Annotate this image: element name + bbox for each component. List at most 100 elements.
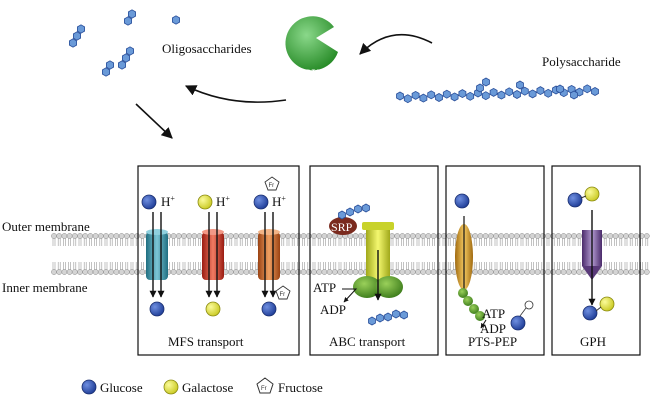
polysaccharide-label: Polysaccharide (542, 54, 621, 69)
gh-enzyme: GH (285, 16, 338, 81)
hexose-unit-icon (127, 9, 137, 19)
system-label-abc: ABC transport (329, 334, 406, 349)
hexose-unit-icon (489, 87, 498, 97)
pts-box (445, 165, 545, 356)
oligosaccharide-chain (338, 203, 370, 220)
system-label-pts: PTS-PEP (468, 334, 517, 349)
hexose-unit-icon (505, 87, 514, 97)
glucose-icon (141, 194, 157, 210)
fructose-legend-icon (256, 377, 274, 394)
hexose-unit-icon (520, 86, 529, 96)
legend-glucose: Glucose (100, 380, 143, 395)
hexose-unit-icon (513, 90, 521, 99)
hexose-unit-icon (400, 310, 408, 320)
hexose-unit-icon (403, 94, 412, 104)
membrane-bilayer (51, 233, 650, 275)
atp-label: ATP (482, 306, 505, 321)
glucose-icon (567, 192, 583, 208)
abc-box (309, 165, 439, 356)
hexose-unit-icon (73, 31, 81, 41)
hexose-unit-icon (450, 92, 459, 102)
hexose-unit-icon (368, 316, 376, 326)
hexose-unit-icon (124, 16, 133, 26)
hexose-unit-icon (338, 210, 346, 220)
hexose-unit-icon (396, 91, 404, 101)
hexose-unit-icon (481, 91, 490, 101)
hexose-unit-icon (482, 77, 490, 87)
hexose-unit-icon (77, 24, 85, 34)
mfs-channel-glucose (146, 232, 168, 280)
glucose-icon (149, 301, 165, 317)
hexose-unit-icon (376, 313, 384, 323)
hexose-unit-icon (528, 89, 537, 99)
hexose-unit-icon (427, 90, 436, 100)
abc-atpase (375, 276, 403, 298)
glucose-icon (261, 301, 277, 317)
hexose-unit-icon (362, 203, 370, 213)
legend-fructose: Fructose (278, 380, 323, 395)
hexose-unit-icon (354, 204, 362, 214)
fructose-pentagon-icon (275, 285, 291, 300)
gph-box (551, 165, 641, 356)
galactose-icon (197, 194, 213, 210)
hexose-unit-icon (458, 89, 467, 99)
hexose-unit-icon (497, 90, 506, 100)
legend-galactose: Galactose (182, 380, 233, 395)
hexose-unit-icon (476, 83, 484, 93)
glucose-icon (582, 305, 598, 321)
system-label-mfs: MFS transport (168, 334, 244, 349)
galactose-icon (205, 301, 221, 317)
pts-pep-transporter: ATP ADP (454, 193, 534, 336)
inner-membrane-label: Inner membrane (2, 280, 88, 295)
galactose-legend-icon (163, 379, 179, 395)
polysaccharide-chain (396, 77, 599, 104)
hexose-unit-icon (435, 93, 443, 102)
glucose-legend-icon (81, 379, 97, 395)
hexose-unit-icon (106, 60, 114, 70)
hexose-unit-icon (118, 60, 126, 70)
hexose-unit-icon (122, 53, 131, 63)
atp-label: ATP (313, 280, 336, 295)
curved-arrow-icon (184, 85, 287, 103)
fructose-abbrev: Fr (280, 292, 286, 298)
hexose-unit-icon (126, 46, 135, 56)
proton-label: H+ (216, 194, 230, 209)
gph-transporter (567, 186, 615, 321)
srp-protein (329, 217, 357, 235)
hexose-unit-icon (516, 80, 524, 90)
phosphate-icon (524, 300, 534, 310)
fructose-abbrev: Fr (269, 183, 275, 189)
proton-label: H+ (161, 194, 175, 209)
oligosaccharide-chains (69, 9, 181, 77)
fructose-pentagon-icon (264, 176, 280, 191)
glucose-icon (253, 194, 269, 210)
hexose-unit-icon (69, 38, 77, 48)
straight-arrow-icon (135, 103, 173, 139)
curved-arrow-icon (359, 33, 433, 55)
abc-atpase (353, 276, 381, 298)
glucose-icon (510, 315, 526, 331)
oligosaccharides-label: Oligosaccharides (162, 41, 252, 56)
hexose-unit-icon (419, 93, 428, 103)
system-label-gph: GPH (580, 334, 606, 349)
proton-label: H+ (272, 194, 286, 209)
adp-label: ADP (320, 302, 346, 317)
hexose-unit-icon (442, 89, 451, 99)
legend: Glucose Galactose Fr Fructose (81, 377, 323, 395)
srp-label: SRP (331, 220, 353, 234)
gh-label: GH (302, 66, 321, 81)
mfs-box (137, 165, 300, 356)
hexose-unit-icon (466, 91, 475, 101)
hexose-unit-icon (392, 309, 400, 319)
hexose-unit-icon (583, 84, 592, 94)
outer-membrane-label: Outer membrane (2, 219, 90, 234)
hexose-unit-icon (346, 207, 354, 217)
mfs-channel-fructose (258, 232, 280, 280)
hexose-unit-icon (411, 90, 420, 100)
glucose-icon (454, 193, 470, 209)
hexose-unit-icon (536, 86, 545, 96)
mfs-transporters: Fr H+ H+ H+ Fr (141, 176, 291, 317)
oligosaccharide-chain (368, 309, 408, 326)
hexose-unit-icon (171, 15, 181, 25)
